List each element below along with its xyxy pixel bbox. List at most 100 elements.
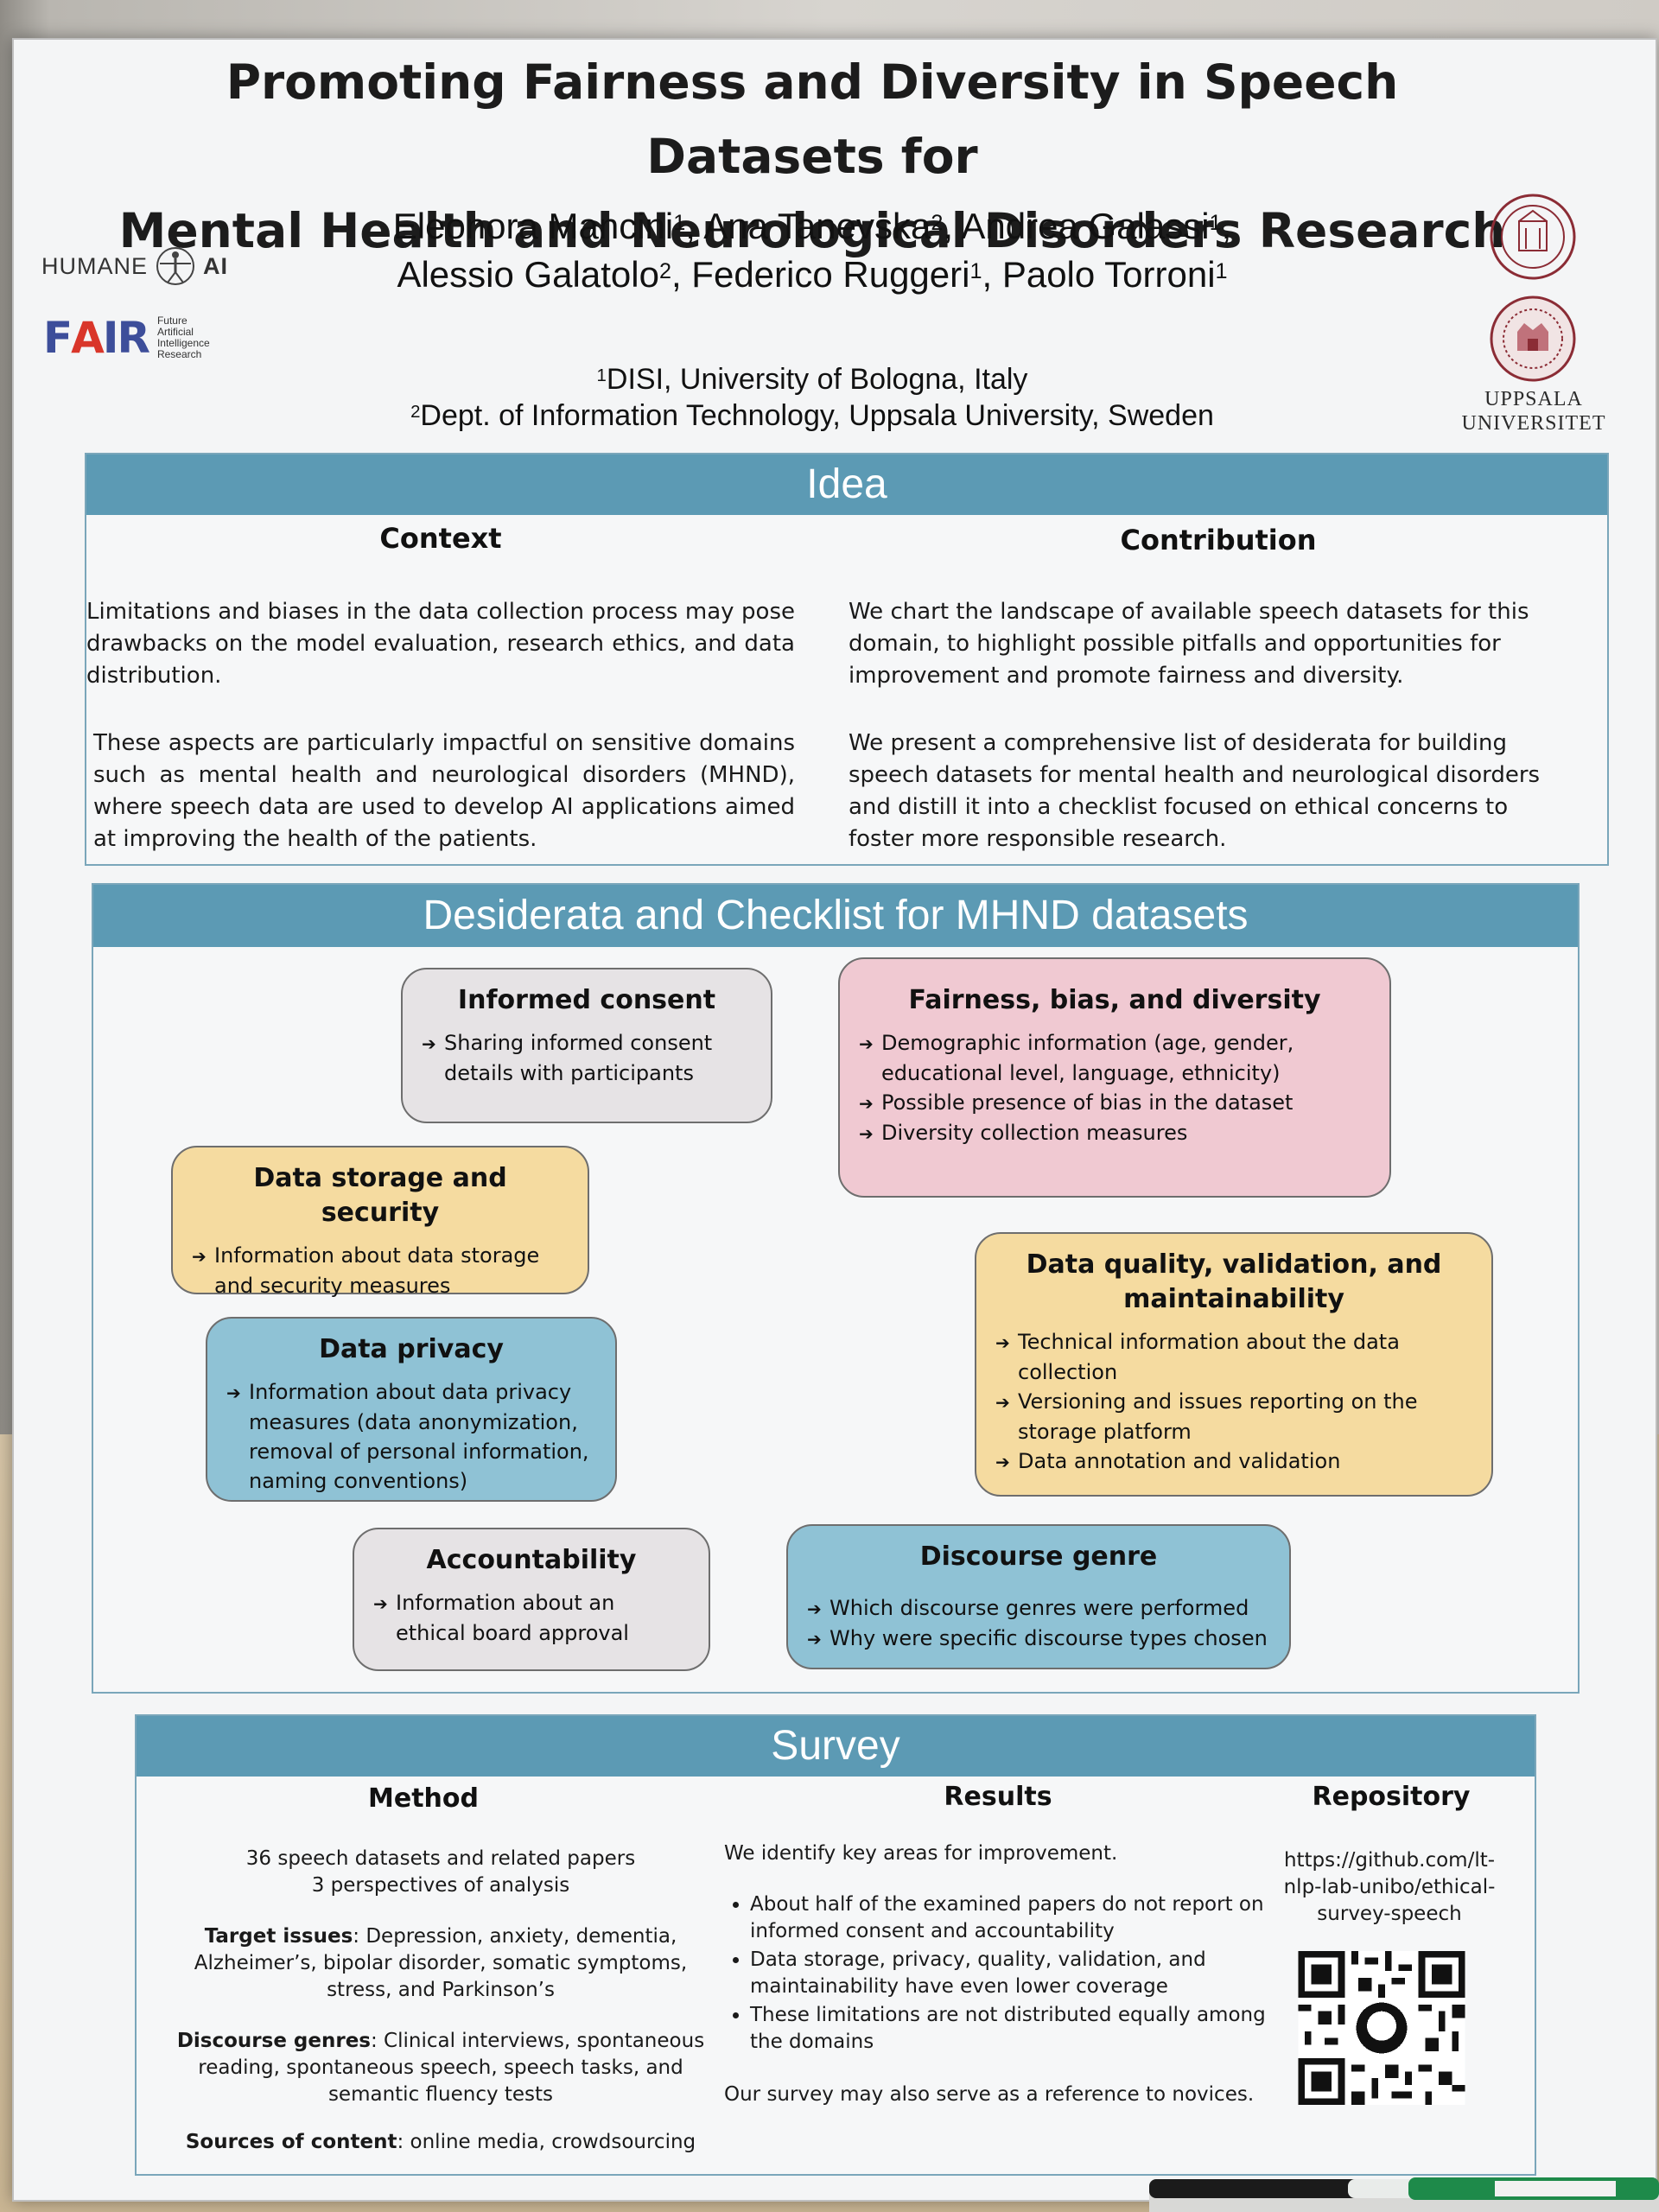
author-sup: 1 — [969, 259, 982, 283]
idea-band: Idea — [86, 454, 1607, 515]
data-storage-item: Information about data storage and secur… — [192, 1241, 569, 1300]
informed-consent-item: Sharing informed consent details with pa… — [422, 1028, 752, 1088]
affiliation-sup: 2 — [410, 403, 421, 422]
fairness-item: Demographic information (age, gender, ed… — [859, 1028, 1370, 1088]
author-name: , Ana Tanevska — [685, 206, 931, 246]
sources-text: : online media, crowdsourcing — [397, 2131, 696, 2153]
results-outro: Our survey may also serve as a reference… — [724, 2083, 1255, 2106]
data-quality-item: Versioning and issues reporting on the s… — [995, 1387, 1472, 1446]
authors: Eleonora Mancini1, Ana Tanevska2, Andrea… — [328, 202, 1296, 299]
author-name: , Federico Ruggeri — [671, 254, 970, 295]
author-name: , Paolo Torroni — [982, 254, 1216, 295]
discourse-genre-item: Which discourse genres were performed — [807, 1593, 1270, 1624]
fair-subtitle-line: Research — [156, 348, 202, 360]
context-heading: Context — [379, 522, 502, 555]
data-quality-item: Data annotation and validation — [995, 1446, 1472, 1477]
survey-band: Survey — [137, 1716, 1535, 1777]
uppsala-university-seal-icon — [1490, 296, 1576, 382]
author-sup: 2 — [931, 211, 944, 235]
context-paragraph-2: These aspects are particularly impactful… — [93, 730, 795, 852]
uppsala-text-line: UPPSALA — [1484, 388, 1583, 410]
fair-subtitle-line: Future — [156, 315, 188, 327]
fairness-item: Possible presence of bias in the dataset — [859, 1088, 1370, 1118]
affiliation-text: DISI, University of Bologna, Italy — [606, 363, 1028, 396]
target-issues-label: Target issues — [204, 1925, 353, 1948]
method-line: 36 speech datasets and related papers — [245, 1847, 636, 1870]
results-intro: We identify key areas for improvement. — [724, 1842, 1118, 1865]
fair-subtitle-line: Intelligence — [156, 337, 210, 349]
results-item: These limitations are not distributed eq… — [750, 2002, 1268, 2056]
whiteboard-markers — [1149, 2177, 1659, 2212]
fair-letter: IR — [102, 313, 150, 363]
data-privacy-title: Data privacy — [319, 1334, 504, 1364]
author-sup: 2 — [658, 259, 671, 283]
accountability-item: Information about an ethical board appro… — [373, 1588, 690, 1648]
author-name: Alessio Galatolo — [397, 254, 659, 295]
discourse-genres-text: : Clinical interviews, spontaneous readi… — [198, 2030, 705, 2106]
discourse-genres-label: Discourse genres — [176, 2030, 371, 2052]
humane-ai-logo: HUMANE AI — [41, 245, 228, 287]
uppsala-logo-text: UPPSALA UNIVERSITET — [1460, 387, 1607, 435]
author-sup: 1 — [673, 211, 686, 235]
repository-link[interactable]: https://github.com/lt-nlp-lab-unibo/ethi… — [1283, 1849, 1496, 1925]
uppsala-text-line: UNIVERSITET — [1461, 412, 1606, 435]
title-line-1: Promoting Fairness and Diversity in Spee… — [226, 54, 1399, 184]
accountability-title: Accountability — [426, 1545, 637, 1575]
fair-subtitle-line: Artificial — [156, 326, 194, 338]
data-quality-title: Data quality, validation, and maintainab… — [1026, 1249, 1442, 1314]
humane-logo-ai: AI — [203, 252, 229, 279]
repository-qr-code-icon[interactable] — [1298, 1951, 1465, 2105]
sources-label: Sources of content — [185, 2131, 397, 2153]
data-quality-box: Data quality, validation, and maintainab… — [975, 1232, 1493, 1497]
repository-heading: Repository — [1312, 1782, 1471, 1812]
results-item: Data storage, privacy, quality, validati… — [750, 1947, 1268, 2000]
author-sup: 1 — [1209, 211, 1222, 235]
affiliation-text: Dept. of Information Technology, Uppsala… — [420, 399, 1214, 432]
data-privacy-box: Data privacy Information about data priv… — [206, 1317, 617, 1502]
affiliation-2: 2Dept. of Information Technology, Uppsal… — [363, 397, 1262, 434]
data-privacy-item: Information about data privacy measures … — [226, 1377, 596, 1496]
sources-of-content: Sources of content: online media, crowds… — [173, 2129, 709, 2156]
contribution-heading: Contribution — [1120, 524, 1317, 556]
method-line: 3 perspectives of analysis — [311, 1874, 570, 1897]
affiliation-1: 1DISI, University of Bologna, Italy — [363, 361, 1262, 397]
fair-letter: A — [71, 313, 105, 363]
affiliation-sup: 1 — [596, 366, 607, 385]
author-sep: , — [1221, 206, 1232, 246]
data-quality-item: Technical information about the data col… — [995, 1327, 1472, 1387]
data-storage-box: Data storage and security Information ab… — [171, 1146, 589, 1298]
authors-line-1: Eleonora Mancini1, Ana Tanevska2, Andrea… — [328, 202, 1296, 251]
fair-logo: FAIR Future Artificial Intelligence Rese… — [43, 313, 210, 363]
university-of-bologna-seal-icon — [1490, 194, 1576, 280]
data-storage-title: Data storage and security — [253, 1163, 507, 1228]
results-list: About half of the examined papers do not… — [724, 1891, 1268, 2056]
affiliations: 1DISI, University of Bologna, Italy 2Dep… — [363, 361, 1262, 434]
results-item: About half of the examined papers do not… — [750, 1891, 1268, 1945]
results-heading: Results — [944, 1782, 1052, 1812]
fairness-item: Diversity collection measures — [859, 1118, 1370, 1148]
author-sup: 1 — [1215, 259, 1228, 283]
discourse-genre-box: Discourse genre Which discourse genres w… — [786, 1524, 1291, 1669]
informed-consent-box: Informed consent Sharing informed consen… — [401, 968, 772, 1123]
fair-logo-subtitle: Future Artificial Intelligence Research — [157, 315, 210, 360]
target-issues-text: : Depression, anxiety, dementia, Alzheim… — [194, 1925, 688, 2001]
humane-logo-text: HUMANE — [41, 252, 149, 279]
vitruvian-icon — [156, 247, 195, 285]
poster-title: Promoting Fairness and Diversity in Spee… — [104, 45, 1521, 268]
fair-letter: F — [43, 313, 73, 363]
fairness-box: Fairness, bias, and diversity Demographi… — [838, 957, 1391, 1198]
title-line-2: Mental Health and Neurological Disorders… — [118, 203, 1506, 258]
results-content: We identify key areas for improvement. A… — [724, 1840, 1268, 2108]
context-paragraph-1: Limitations and biases in the data colle… — [86, 599, 795, 689]
idea-section: Idea — [85, 453, 1609, 866]
method-content: 36 speech datasets and related papers 3 … — [173, 1846, 709, 2156]
authors-line-2: Alessio Galatolo2, Federico Ruggeri1, Pa… — [328, 251, 1296, 299]
author-name: Eleonora Mancini — [392, 206, 674, 246]
discourse-genre-title: Discourse genre — [919, 1541, 1158, 1572]
discourse-genres: Discourse genres: Clinical interviews, s… — [173, 2028, 709, 2108]
contribution-paragraph-1: We chart the landscape of available spee… — [849, 599, 1529, 689]
desiderata-band: Desiderata and Checklist for MHND datase… — [93, 885, 1578, 947]
informed-consent-title: Informed consent — [457, 985, 716, 1015]
target-issues: Target issues: Depression, anxiety, deme… — [173, 1923, 709, 2004]
method-heading: Method — [368, 1783, 479, 1814]
